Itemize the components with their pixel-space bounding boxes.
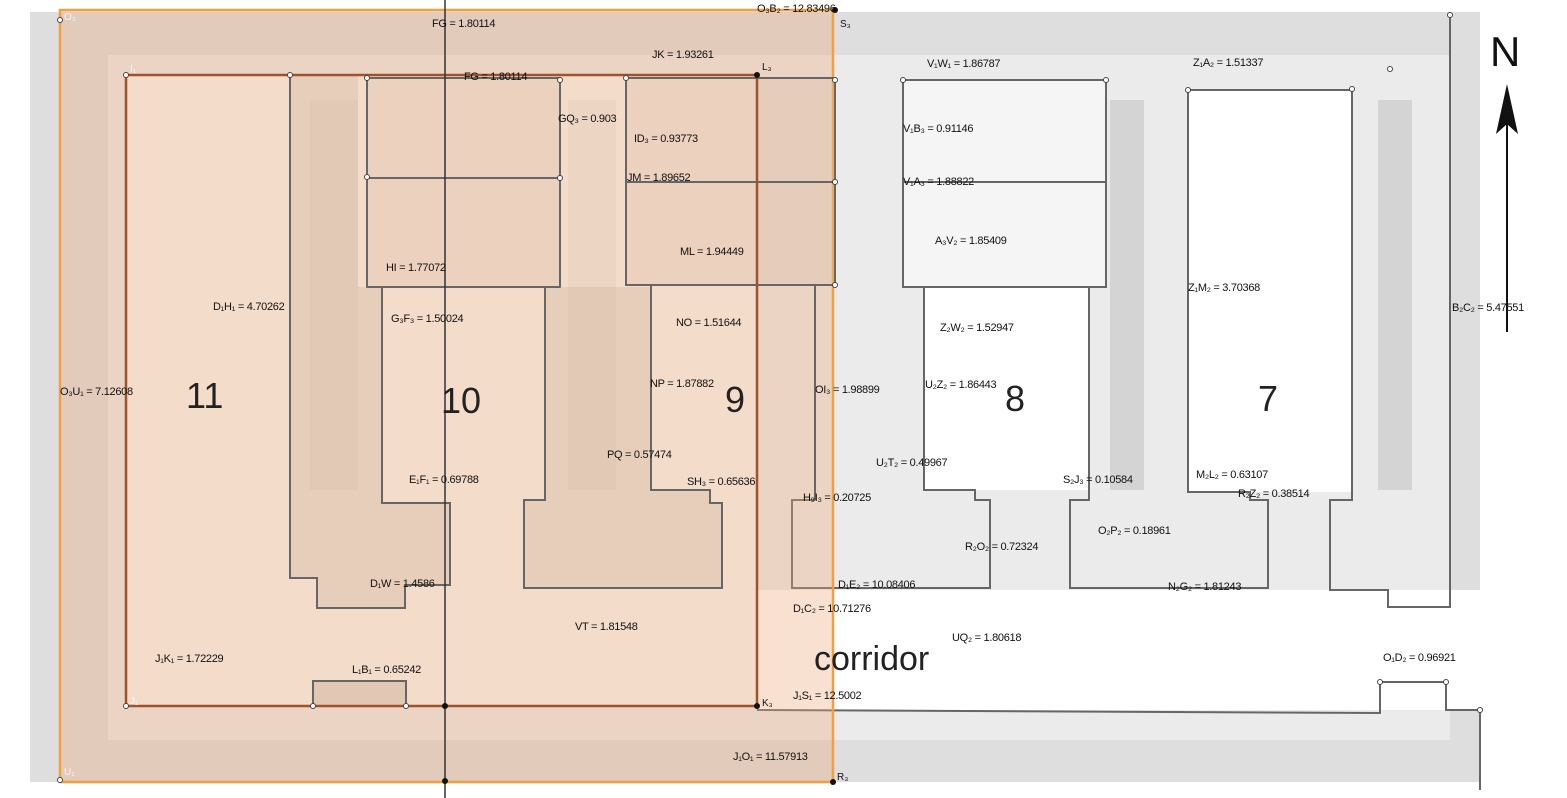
measurement-label: UQ₂ = 1.80618 bbox=[952, 632, 1021, 644]
point-label-O3: O₃ bbox=[64, 12, 76, 23]
measurement-label: D₁E₂ = 10.08406 bbox=[838, 579, 915, 591]
inner-rect-J1K3 bbox=[124, 73, 759, 708]
measurement-label: U₂Z₂ = 1.86443 bbox=[925, 379, 996, 391]
measurement-label: J₁O₁ = 11.57913 bbox=[733, 751, 808, 763]
measurement-label: G₃F₃ = 1.50024 bbox=[391, 313, 464, 325]
point-label-L3: L₃ bbox=[762, 62, 772, 73]
measurement-label: U₂T₂ = 0.49967 bbox=[876, 457, 947, 469]
measurement-label: NO = 1.51644 bbox=[676, 317, 741, 329]
measurement-label: J₁K₁ = 1.72229 bbox=[155, 653, 224, 665]
measurement-label: SH₃ = 0.65636 bbox=[687, 476, 755, 488]
room-number-8: 8 bbox=[1005, 378, 1025, 419]
measurement-label: OI₃ = 1.98899 bbox=[815, 384, 880, 396]
measurement-label: NP = 1.87882 bbox=[650, 378, 714, 390]
wall-block-11-10 bbox=[290, 75, 450, 608]
measurement-label: GQ₃ = 0.903 bbox=[558, 113, 617, 125]
measurement-label: V₁W₁ = 1.86787 bbox=[927, 58, 1000, 70]
point-label-U1: U₁ bbox=[64, 767, 75, 778]
measurement-label: D₁W = 1.4586 bbox=[370, 578, 435, 590]
point-label-S3: S₃ bbox=[840, 19, 851, 30]
point-label-R3: R₃ bbox=[837, 772, 848, 783]
measurement-label: O₁D₂ = 0.96921 bbox=[1383, 652, 1456, 664]
point-label-I1: I₁ bbox=[130, 64, 137, 75]
measurement-label: FG = 1.80114 bbox=[432, 18, 495, 30]
point-label-J1: J₁ bbox=[130, 696, 139, 707]
measurement-label: M₂L₂ = 0.63107 bbox=[1196, 469, 1268, 481]
measurement-label: O₃U₁ = 7.12608 bbox=[60, 386, 133, 398]
room-number-11: 11 bbox=[186, 375, 223, 416]
corridor-area bbox=[757, 590, 1480, 710]
point-label-K3: K₃ bbox=[762, 698, 773, 709]
room-7-area bbox=[1188, 90, 1352, 492]
measurement-label: D₁H₁ = 4.70262 bbox=[213, 301, 285, 313]
measurement-label: JM = 1.89652 bbox=[627, 172, 691, 184]
pillar-strip bbox=[1378, 100, 1412, 490]
room-8-lower bbox=[924, 287, 1089, 490]
north-label: N bbox=[1490, 28, 1520, 75]
room-number-7: 7 bbox=[1258, 378, 1278, 419]
vertices bbox=[57, 7, 1483, 785]
measurement-label: H₉I₃ = 0.20725 bbox=[803, 492, 871, 504]
measurement-label: Z₁A₂ = 1.51337 bbox=[1193, 57, 1263, 69]
measurement-label: HI = 1.77072 bbox=[386, 262, 446, 274]
measurement-label: ID₃ = 0.93773 bbox=[634, 133, 698, 145]
measurement-label: O₂P₂ = 0.18961 bbox=[1098, 525, 1171, 537]
measurement-label: E₁F₁ = 0.69788 bbox=[409, 474, 479, 486]
measurement-label: O₃B₂ = 12.83496 bbox=[757, 3, 836, 15]
north-arrowhead-icon bbox=[1496, 84, 1518, 134]
measurement-label: PQ = 0.57474 bbox=[607, 449, 672, 461]
measurement-label: VT = 1.81548 bbox=[575, 621, 638, 633]
measurement-label: J₁S₁ = 12.5002 bbox=[793, 690, 862, 702]
measurement-label: R₂Z₂ = 0.38514 bbox=[1238, 488, 1309, 500]
room-number-10: 10 bbox=[441, 380, 481, 421]
measurement-label: B₂C₂ = 5.47551 bbox=[1452, 302, 1524, 314]
measurement-label: N₂G₂ = 1.81243 bbox=[1168, 581, 1241, 593]
measurement-label: FG = 1.80114 bbox=[464, 71, 527, 83]
measurement-label: S₂J₃ = 0.10584 bbox=[1063, 474, 1133, 486]
corridor-label: corridor bbox=[814, 640, 929, 678]
measurement-label: Z₂W₂ = 1.52947 bbox=[940, 322, 1014, 334]
measurement-label: D₁C₂ = 10.71276 bbox=[793, 603, 871, 615]
measurement-label: R₂O₂ = 0.72324 bbox=[965, 541, 1038, 553]
room-number-9: 9 bbox=[725, 379, 745, 420]
measurement-label: V₁B₃ = 0.91146 bbox=[903, 123, 973, 135]
room-10-upper bbox=[366, 77, 561, 288]
measurement-label: V₁A₃ = 1.88822 bbox=[903, 176, 974, 188]
room-8-upper bbox=[902, 79, 1107, 288]
measurement-label: Z₁M₂ = 3.70368 bbox=[1188, 282, 1260, 294]
measurement-label: L₁B₁ = 0.65242 bbox=[352, 664, 421, 676]
measurement-label: A₃V₂ = 1.85409 bbox=[935, 235, 1007, 247]
block-L1B1 bbox=[312, 680, 407, 707]
measurement-label: ML = 1.94449 bbox=[680, 246, 744, 258]
wall-block-10-9 bbox=[524, 287, 722, 588]
measurement-label: JK = 1.93261 bbox=[652, 49, 714, 61]
pillar-strip bbox=[1110, 100, 1144, 490]
